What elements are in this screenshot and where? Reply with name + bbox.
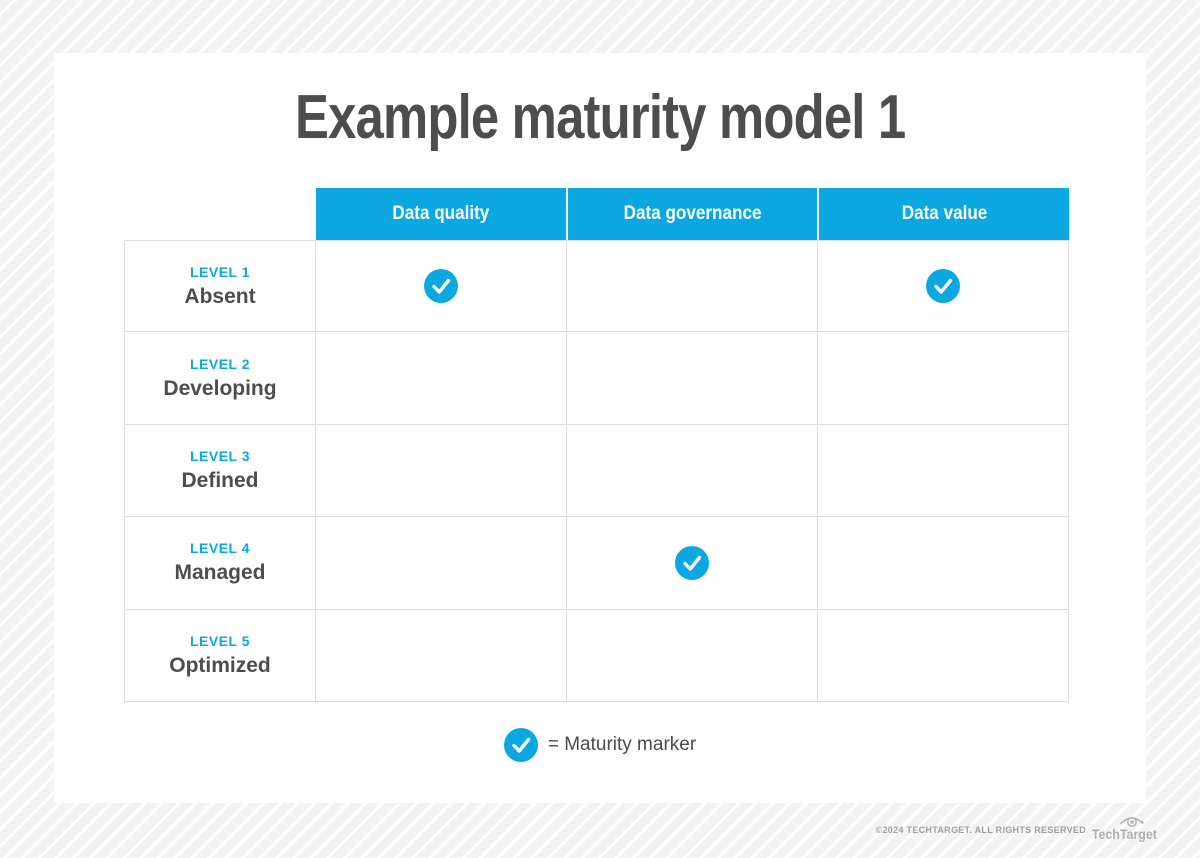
marker-cell	[818, 240, 1069, 333]
empty-cell	[567, 609, 818, 702]
empty-cell	[316, 609, 567, 702]
row-label: LEVEL 5 Optimized	[124, 609, 316, 702]
empty-cell	[316, 332, 567, 425]
row-label: LEVEL 4 Managed	[124, 517, 316, 610]
eye-icon	[1120, 817, 1144, 827]
empty-cell	[567, 332, 818, 425]
empty-cell	[818, 609, 1069, 702]
row-label: LEVEL 3 Defined	[124, 424, 316, 518]
empty-cell	[567, 424, 818, 518]
table-header-row: Data quality Data governance Data value	[316, 188, 1070, 240]
level-label: LEVEL 2	[189, 355, 251, 372]
empty-cell	[567, 240, 818, 333]
column-header: Data value	[819, 188, 1070, 240]
empty-cell	[316, 517, 567, 610]
level-name: Defined	[181, 468, 259, 492]
level-name: Absent	[184, 284, 256, 308]
level-name: Managed	[174, 561, 266, 585]
marker-cell	[316, 240, 567, 333]
legend-check-slot	[503, 728, 538, 762]
level-label: LEVEL 3	[189, 447, 251, 464]
empty-cell	[818, 424, 1069, 518]
legend: = Maturity marker	[54, 728, 1146, 762]
column-header-label: Data value	[901, 203, 987, 224]
check-circle-icon	[424, 269, 458, 304]
footer: ©2024 TECHTARGET. ALL RIGHTS RESERVED Te…	[875, 814, 1157, 842]
techtarget-logo: TechTarget	[1091, 814, 1157, 842]
legend-text: = Maturity marker	[547, 734, 697, 755]
empty-cell	[818, 332, 1069, 425]
row-label: LEVEL 2 Developing	[124, 332, 316, 425]
logo-text: TechTarget	[1091, 827, 1157, 842]
check-circle-icon	[503, 728, 538, 762]
check-circle-icon	[675, 545, 709, 580]
column-header-label: Data quality	[392, 203, 490, 224]
empty-cell	[316, 424, 567, 518]
empty-cell	[818, 517, 1069, 610]
copyright-text: ©2024 TECHTARGET. ALL RIGHTS RESERVED	[875, 825, 1086, 835]
level-label: LEVEL 1	[189, 263, 251, 280]
page-title: Example maturity model 1	[294, 83, 906, 152]
level-name: Optimized	[169, 653, 271, 677]
level-label: LEVEL 5	[189, 632, 251, 649]
level-label: LEVEL 4	[189, 540, 251, 557]
level-name: Developing	[163, 376, 277, 400]
row-label: LEVEL 1 Absent	[124, 240, 316, 333]
column-header-label: Data governance	[623, 203, 762, 224]
marker-cell	[567, 517, 818, 610]
column-header: Data quality	[316, 188, 566, 240]
column-header: Data governance	[567, 188, 818, 240]
check-circle-icon	[926, 269, 960, 304]
